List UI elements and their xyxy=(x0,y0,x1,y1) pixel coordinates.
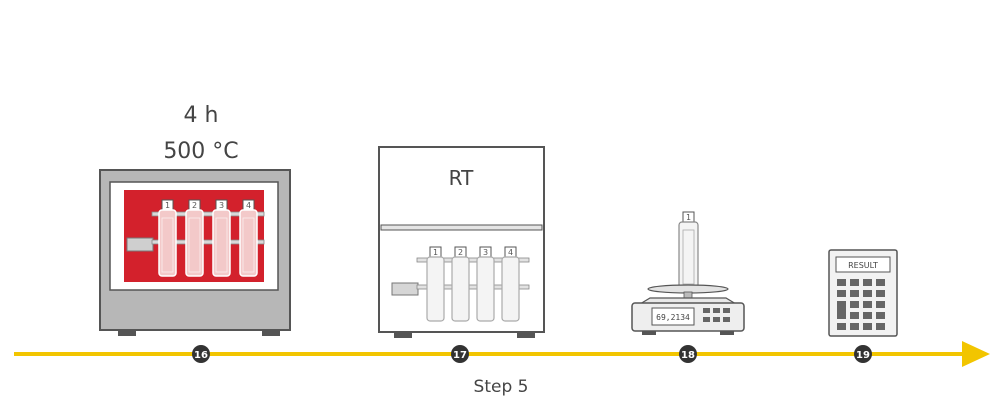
furnace-foot-left xyxy=(118,330,136,336)
cabinet-foot-left xyxy=(394,332,412,338)
furnace-tube-3-label: 3 xyxy=(219,201,224,210)
furnace-rack-top-bar xyxy=(151,211,265,217)
cabinet-tube-3: 3 xyxy=(476,246,495,322)
step-marker-19: 19 xyxy=(854,345,872,363)
cabinet-tube-1-label: 1 xyxy=(433,248,438,257)
step-marker-16: 16 xyxy=(192,345,210,363)
furnace-tube-3: 3 xyxy=(212,199,231,277)
furnace-foot-right xyxy=(262,330,280,336)
furnace-rack-handle xyxy=(126,237,154,252)
cabinet-tube-3-label: 3 xyxy=(483,248,488,257)
balance-foot-left xyxy=(642,331,656,335)
cabinet-tube-1: 1 xyxy=(426,246,445,322)
balance-tube-label: 1 xyxy=(686,213,691,222)
furnace-tube-4-label: 4 xyxy=(246,201,251,210)
furnace-tube-1: 1 xyxy=(158,199,177,277)
timeline-arrowhead xyxy=(962,341,990,367)
cabinet-rack-top-bar xyxy=(416,257,530,263)
calculator-result-label: RESULT xyxy=(848,261,878,270)
furnace-tube-4: 4 xyxy=(239,199,258,277)
cabinet-shelf xyxy=(380,224,543,231)
cabinet-tube-4: 4 xyxy=(501,246,520,322)
cabinet-rack-bottom-bar xyxy=(416,284,530,290)
balance-foot-right xyxy=(720,331,734,335)
cabinet-tube-4-label: 4 xyxy=(508,248,513,257)
step-19-number: 19 xyxy=(856,350,870,361)
furnace-tube-2: 2 xyxy=(185,199,204,277)
balance-keypad xyxy=(703,308,730,322)
furnace-temp-label: 500 °C xyxy=(163,139,238,164)
furnace-rack-bottom-bar xyxy=(151,239,265,245)
timeline: 16 17 18 19 Step 5 xyxy=(14,341,990,397)
step-marker-18: 18 xyxy=(679,345,697,363)
furnace-time-label: 4 h xyxy=(184,103,219,128)
step-17-number: 17 xyxy=(453,350,467,361)
timeline-arrow-line xyxy=(14,352,964,356)
step-marker-17: 17 xyxy=(451,345,469,363)
cabinet-rack-handle xyxy=(391,282,419,296)
step-18-number: 18 xyxy=(681,350,695,361)
calculator: RESULT xyxy=(828,249,898,337)
step-16-number: 16 xyxy=(194,350,208,361)
cabinet-rt-label: RT xyxy=(449,166,474,190)
calculator-keypad xyxy=(837,279,885,330)
furnace-tube-2-label: 2 xyxy=(192,201,197,210)
balance-display xyxy=(651,307,695,326)
balance-display-value: 69,2134 xyxy=(656,313,690,322)
cabinet-tube-2-label: 2 xyxy=(458,248,463,257)
furnace-tube-1-label: 1 xyxy=(165,201,170,210)
calculator-display xyxy=(835,256,891,273)
analytical-balance: 1 69,2134 xyxy=(631,211,745,335)
cooling-cabinet: RT 1 2 3 4 xyxy=(378,146,545,338)
cabinet-tube-2: 2 xyxy=(451,246,470,322)
cabinet-foot-right xyxy=(517,332,535,338)
step-caption: Step 5 xyxy=(474,377,529,397)
muffle-furnace: 4 h 500 °C 1 2 3 4 xyxy=(99,103,291,336)
balance-tube xyxy=(678,221,699,289)
